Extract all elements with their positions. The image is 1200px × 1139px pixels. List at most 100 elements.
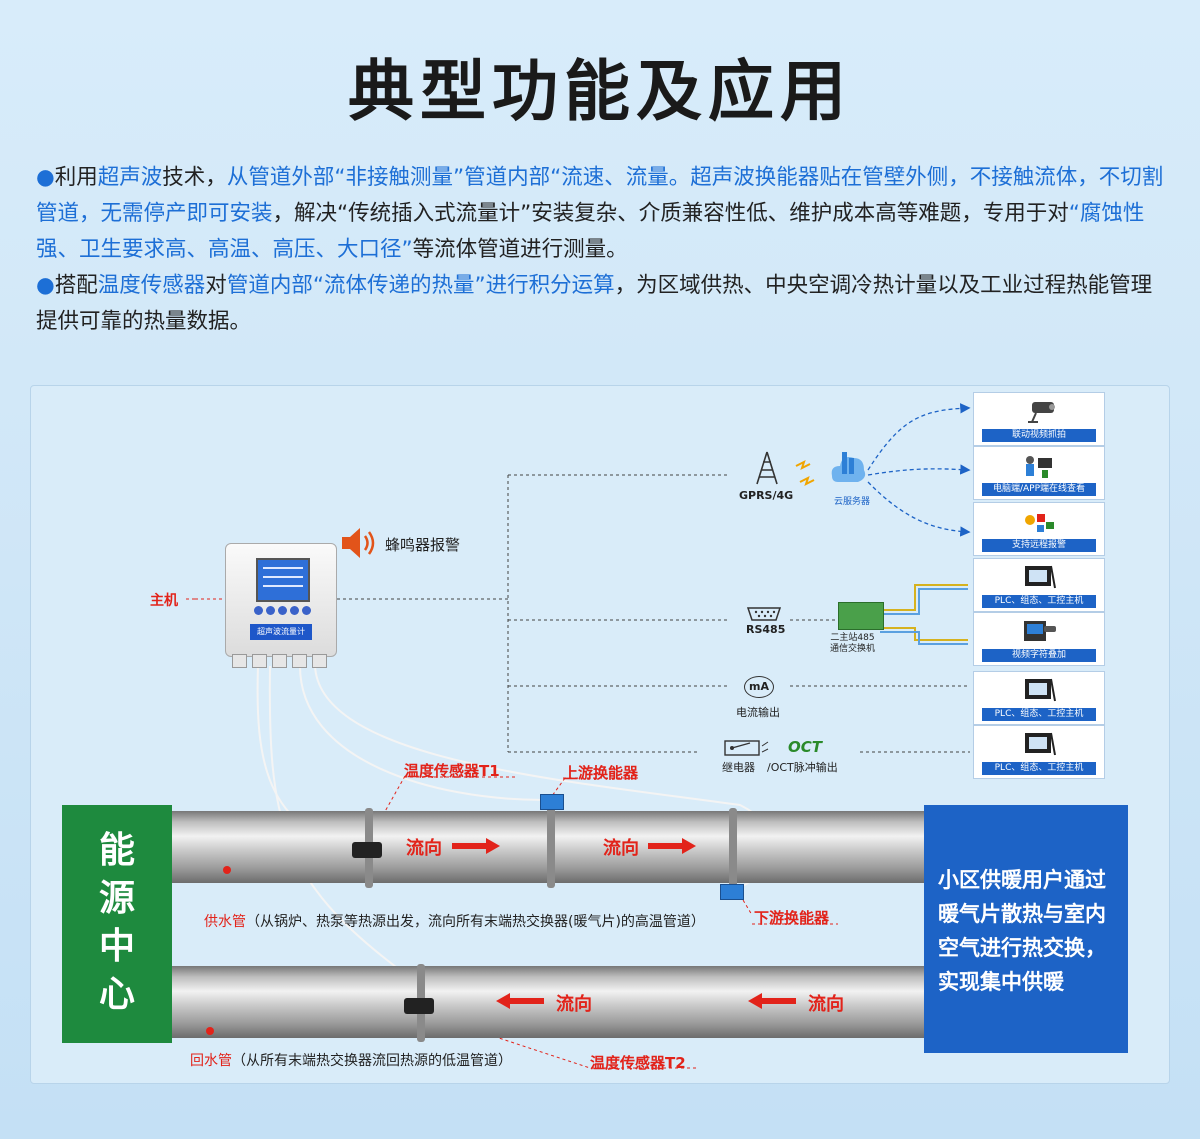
output-card: 电脑端/APP端在线查看 [973,446,1105,500]
host-label: 主机 [150,593,178,609]
flow-label: 流向 [556,994,592,1015]
flow-label: 流向 [808,994,844,1015]
intro-segment: 利用 [54,165,98,190]
temperature-sensor-t2 [404,998,434,1014]
relay-switch-icon [724,740,769,756]
energy-center-char: 源 [98,878,135,919]
host-device: 超声波流量计 [225,543,337,657]
upstream-label: 上游换能器 [563,764,639,782]
intro-segment: ，解决“传统插入式流量计”安装复杂、介质兼容性低、维护成本高等难题，专用于对 [272,201,1069,226]
output-card-label: 电脑端/APP端在线查看 [982,483,1096,496]
community-line: 实现集中供暖 [938,970,1064,994]
device-key [254,606,263,615]
antenna-tower-icon [756,451,778,485]
monitor-icon [1022,731,1056,759]
video-overlay-icon [1022,618,1056,646]
intro-segment: 温度传感器 [97,273,206,298]
device-gland [312,654,327,668]
intro-text: ●利用超声波技术，从管道外部“非接触测量”管道内部“流速、流量。超声波换能器贴在… [36,160,1171,340]
cloud-label: 云服务器 [834,497,871,507]
output-card-label: PLC、组态、工控主机 [982,595,1096,608]
return-marker [206,1027,214,1035]
output-card: PLC、组态、工控主机 [973,558,1105,612]
intro-paragraph-1: ●利用超声波技术，从管道外部“非接触测量”管道内部“流速、流量。超声波换能器贴在… [36,160,1171,268]
monitor-icon [1022,677,1056,705]
supply-pipe-desc: （从锅炉、热泵等热源出发，流向所有末端热交换器(暖气片)的高温管道） [246,914,705,930]
downstream-transducer [720,884,744,900]
energy-center-char: 心 [98,974,135,1015]
temperature-sensor-t1 [352,842,382,858]
device-gland [292,654,307,668]
switch-label: 二主站485 通信交换机 [830,633,876,654]
output-card-label: PLC、组态、工控主机 [982,762,1096,775]
return-pipe-note: 回水管（从所有末端热交换器流回热源的低温管道） [190,1050,512,1070]
page-title: 典型功能及应用 [348,53,852,130]
device-key [290,606,299,615]
flow-label: 流向 [406,838,442,859]
intro-segment: ，为区域供热、中央空调冷热计量以及工业过程热能管理提供可靠的热量数据。 [36,273,1153,334]
device-brand-label: 超声波流量计 [250,624,312,640]
clamp-upstream [547,800,555,888]
output-card: 联动视频抓拍 [973,392,1105,446]
community-line: 暖气片散热与室内 [938,902,1106,926]
output-card: 视频字符叠加 [973,612,1105,666]
output-card: 支持远程报警 [973,502,1105,556]
intro-segment: 超声波 [97,165,163,190]
device-gland [272,654,287,668]
output-card: PLC、组态、工控主机 [973,671,1105,725]
cloud-server-icon [831,452,866,482]
supply-pipe-name: 供水管 [204,914,246,930]
monitor-icon [1022,564,1056,592]
serial-port-icon [746,607,782,621]
intro-segment: 搭配 [54,273,98,298]
t1-label: 温度传感器T1 [404,762,500,780]
output-card-label: 视频字符叠加 [982,649,1096,662]
camera-icon [1022,398,1056,426]
oct-pulse-label: /OCT脉冲输出 [767,761,838,774]
device-gland [252,654,267,668]
energy-center-char: 能 [98,830,135,871]
flow-label: 流向 [603,838,639,859]
speaker-icon [342,528,375,558]
community-line: 小区供暖用户通过 [938,868,1106,892]
alarm-icon [1022,508,1056,536]
gprs-label: GPRS/4G [739,489,794,502]
intro-segment: 技术， [162,165,227,190]
relay-label: 继电器 [722,761,755,774]
supply-pipe-note: 供水管（从锅炉、热泵等热源出发，流向所有末端热交换器(暖气片)的高温管道） [204,911,705,931]
community-line: 空气进行热交换， [938,936,1106,960]
oct-logo: OCT [788,738,822,756]
output-card-label: PLC、组态、工控主机 [982,708,1096,721]
flow-right-arrow-icon [648,838,696,854]
device-key [278,606,287,615]
return-pipe [172,966,932,1038]
bullet-icon: ● [36,273,55,298]
energy-center-char: 中 [98,926,135,967]
intro-segment: 从管道外部“非接触测量”管道内部“流速、流量。超声波换能器贴在管壁外侧，不接触流… [36,165,1164,226]
energy-center-panel: 能 源 中 心 [62,805,172,1043]
device-screen [256,558,310,602]
community-panel: 小区供暖用户通过 暖气片散热与室内 空气进行热交换， 实现集中供暖 [924,805,1128,1053]
intro-segment: “腐蚀性强、卫生要求高、高温、高压、大口径” [36,201,1145,262]
output-card: PLC、组态、工控主机 [973,725,1105,779]
upstream-transducer [540,794,564,810]
intro-paragraph-2: ●搭配温度传感器对管道内部“流体传递的热量”进行积分运算，为区域供热、中央空调冷… [36,268,1171,340]
rs485-label: RS485 [746,623,786,636]
bullet-icon: ● [36,165,55,190]
return-pipe-desc: （从所有末端热交换器流回热源的低温管道） [232,1053,512,1069]
flow-right-arrow-icon [452,838,500,854]
supply-marker [223,866,231,874]
downstream-label: 下游换能器 [754,909,830,927]
clamp-downstream [729,808,737,888]
output-card-label: 联动视频抓拍 [982,429,1096,442]
intro-segment: 管道内部“流体传递的热量”进行积分运算 [226,273,615,298]
device-key [266,606,275,615]
return-pipe-name: 回水管 [190,1053,232,1069]
device-key [302,606,311,615]
intro-segment: 等流体管道进行测量。 [412,237,628,262]
people-pc-icon [1022,452,1056,480]
current-output-label: 电流输出 [736,706,780,719]
wireless-bolt-icon [795,460,815,486]
device-gland [232,654,247,668]
output-card-label: 支持远程报警 [982,539,1096,552]
